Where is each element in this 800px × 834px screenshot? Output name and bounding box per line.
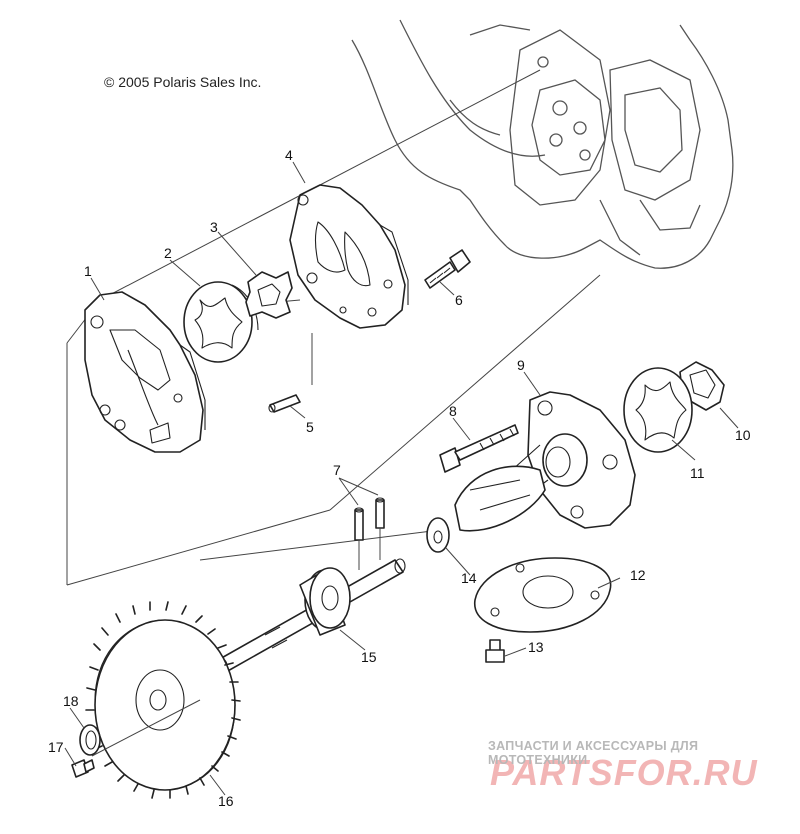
callout-10: 10 (735, 427, 751, 443)
callout-2: 2 (164, 245, 172, 261)
screw-13 (485, 639, 505, 663)
callout-18: 18 (63, 693, 79, 709)
shaft-pins-7 (354, 497, 385, 570)
callout-16: 16 (218, 793, 234, 809)
callout-numbers: 1 2 3 4 5 6 7 8 9 10 11 12 13 14 15 16 1… (48, 147, 751, 809)
outer-rotor (183, 281, 259, 363)
bolt-17 (71, 759, 95, 778)
callout-7: 7 (333, 462, 341, 478)
callout-12: 12 (630, 567, 646, 583)
watermark-tagline: ЗАПЧАСТИ И АКСЕССУАРЫ ДЛЯ МОТОТЕХНИКИ (488, 739, 699, 767)
inner-rotor (245, 271, 293, 319)
bolt-8 (439, 424, 519, 473)
seal-ring-18 (79, 724, 101, 756)
bolt-6 (424, 249, 471, 289)
callout-6: 6 (455, 292, 463, 308)
callout-13: 13 (528, 639, 544, 655)
pump-body-plate (84, 291, 206, 453)
dowel-pin-5 (268, 394, 301, 413)
pump-cover-plate (289, 184, 409, 329)
callout-15: 15 (361, 649, 377, 665)
engine-crankcase (351, 19, 734, 269)
outer-rotor-11 (623, 367, 693, 453)
callout-8: 8 (449, 403, 457, 419)
leader-lines (64, 161, 739, 796)
callout-3: 3 (210, 219, 218, 235)
drive-gear (85, 601, 241, 799)
watermark-brand: PARTSFOR.RU (490, 752, 758, 793)
callout-5: 5 (306, 419, 314, 435)
pump-housing (454, 391, 636, 532)
drive-shaft (216, 558, 406, 674)
callout-17: 17 (48, 739, 64, 755)
callout-4: 4 (285, 147, 293, 163)
callout-11: 11 (690, 465, 705, 481)
washer-14 (426, 517, 450, 553)
callout-1: 1 (84, 263, 92, 279)
callout-14: 14 (461, 570, 477, 586)
cover-plate-12 (474, 557, 612, 633)
watermark-logo: PARTSFOR.RU (490, 752, 758, 793)
callout-9: 9 (517, 357, 525, 373)
copyright-notice: © 2005 Polaris Sales Inc. (104, 74, 262, 90)
